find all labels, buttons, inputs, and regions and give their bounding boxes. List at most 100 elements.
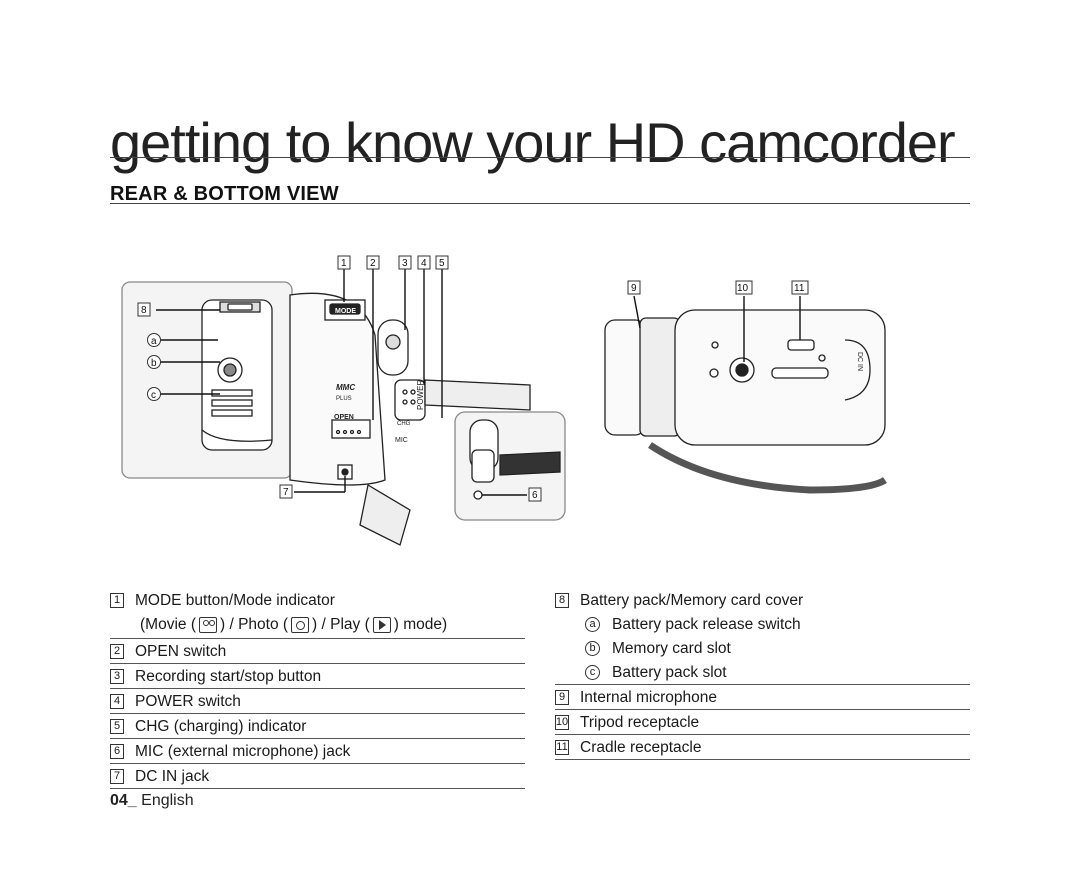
mode-prefix-text: (Movie ( bbox=[140, 616, 196, 633]
legend-number: 5 bbox=[110, 719, 124, 734]
legend-item-5: 5 CHG (charging) indicator bbox=[110, 714, 525, 739]
legend-number: 8 bbox=[555, 593, 569, 608]
legend-item-8: 8 Battery pack/Memory card cover bbox=[555, 588, 970, 612]
svg-text:3: 3 bbox=[402, 258, 408, 269]
title-rule bbox=[110, 157, 970, 158]
camcorder-rear-body bbox=[289, 292, 531, 546]
legend-item-1-modes: (Movie ( ) / Photo ( ) / Play ( ) mode) bbox=[110, 612, 525, 639]
section-rule bbox=[110, 203, 970, 204]
section-title: REAR & BOTTOM VIEW bbox=[110, 183, 339, 205]
legend-item-9: 9 Internal microphone bbox=[555, 685, 970, 710]
legend-item-7: 7 DC IN jack bbox=[110, 764, 525, 789]
svg-text:b: b bbox=[151, 358, 157, 369]
legend-text: Tripod receptacle bbox=[580, 714, 700, 731]
plus-label: PLUS bbox=[336, 396, 352, 402]
legend-text: Memory card slot bbox=[612, 640, 731, 657]
callout-6: 6 bbox=[528, 487, 542, 502]
legend-number: 7 bbox=[110, 769, 124, 784]
svg-text:11: 11 bbox=[794, 283, 805, 294]
legend-text: Battery pack release switch bbox=[612, 616, 801, 633]
legend-item-11: 11 Cradle receptacle bbox=[555, 735, 970, 760]
callout-a: a bbox=[147, 333, 161, 347]
camcorder-illustration: MODE MMC PLUS OPEN POWER CHG MIC DC IN 1… bbox=[121, 255, 887, 546]
callout-7: 7 bbox=[279, 484, 293, 499]
legend-text: DC IN jack bbox=[135, 768, 210, 785]
movie-mode-icon bbox=[198, 617, 217, 633]
callout-5: 5 bbox=[435, 255, 449, 270]
callout-1: 1 bbox=[337, 255, 351, 270]
svg-text:a: a bbox=[151, 336, 157, 347]
mmc-label: MMC bbox=[336, 383, 355, 392]
legend-item-3: 3 Recording start/stop button bbox=[110, 664, 525, 689]
callout-11: 11 bbox=[791, 280, 809, 295]
legend-item-8a: a Battery pack release switch bbox=[555, 612, 970, 636]
mic-jack-inset bbox=[454, 411, 566, 521]
legend-item-8c: c Battery pack slot bbox=[555, 660, 970, 685]
legend-number: 1 bbox=[110, 593, 124, 608]
chg-label: CHG bbox=[397, 421, 411, 427]
camcorder-bottom-body bbox=[604, 309, 887, 494]
svg-text:2: 2 bbox=[370, 258, 376, 269]
legend-left: 1 MODE button/Mode indicator (Movie ( ) … bbox=[110, 588, 525, 789]
legend-text: Battery pack/Memory card cover bbox=[580, 592, 804, 609]
photo-mode-icon bbox=[291, 617, 310, 633]
legend-letter: a bbox=[585, 617, 600, 632]
mode-mid-text-1: ) / Photo ( bbox=[219, 616, 289, 633]
page-number: 04_ bbox=[110, 792, 137, 809]
legend-item-6: 6 MIC (external microphone) jack bbox=[110, 739, 525, 764]
mic-label: MIC bbox=[395, 437, 408, 444]
footer-language: English bbox=[141, 792, 194, 809]
callout-c: c bbox=[147, 387, 161, 401]
legend-text: Recording start/stop button bbox=[135, 668, 322, 685]
battery-cover-inset bbox=[121, 281, 293, 479]
svg-text:8: 8 bbox=[141, 305, 147, 316]
legend-letter: b bbox=[585, 641, 600, 656]
page-footer: 04_ English bbox=[110, 792, 194, 810]
legend-text: CHG (charging) indicator bbox=[135, 718, 307, 735]
page-title: getting to know your HD camcorder bbox=[110, 111, 956, 174]
callout-4: 4 bbox=[417, 255, 431, 270]
svg-text:10: 10 bbox=[737, 283, 749, 294]
callout-9: 9 bbox=[627, 280, 641, 295]
mode-label: MODE bbox=[335, 308, 356, 315]
legend-text: Battery pack slot bbox=[612, 664, 727, 681]
legend-item-1: 1 MODE button/Mode indicator bbox=[110, 588, 525, 612]
legend-text: Cradle receptacle bbox=[580, 739, 702, 756]
legend-text: MIC (external microphone) jack bbox=[135, 743, 351, 760]
mode-suffix-text: ) mode) bbox=[393, 616, 448, 633]
callout-b: b bbox=[147, 355, 161, 369]
legend-number: 6 bbox=[110, 744, 124, 759]
callout-3: 3 bbox=[398, 255, 412, 270]
legend-item-8b: b Memory card slot bbox=[555, 636, 970, 660]
legend-item-4: 4 POWER switch bbox=[110, 689, 525, 714]
legend-text: POWER switch bbox=[135, 693, 241, 710]
svg-text:4: 4 bbox=[421, 258, 427, 269]
legend-number: 2 bbox=[110, 644, 124, 659]
legend-letter: c bbox=[585, 665, 600, 680]
legend-text: Internal microphone bbox=[580, 689, 717, 706]
legend-number: 11 bbox=[555, 740, 569, 755]
dcin-label: DC IN bbox=[856, 352, 863, 371]
legend-right: 8 Battery pack/Memory card cover a Batte… bbox=[555, 588, 970, 760]
legend-item-2: 2 OPEN switch bbox=[110, 639, 525, 664]
play-mode-icon bbox=[372, 617, 391, 633]
mode-mid-text-2: ) / Play ( bbox=[312, 616, 370, 633]
legend-text: MODE button/Mode indicator bbox=[135, 592, 335, 609]
callout-8: 8 bbox=[137, 302, 151, 317]
svg-text:7: 7 bbox=[283, 487, 289, 498]
svg-text:6: 6 bbox=[532, 490, 538, 501]
svg-text:5: 5 bbox=[439, 258, 445, 269]
legend-number: 10 bbox=[555, 715, 569, 730]
legend-number: 4 bbox=[110, 694, 124, 709]
legend-number: 9 bbox=[555, 690, 569, 705]
svg-text:1: 1 bbox=[341, 258, 347, 269]
svg-text:c: c bbox=[151, 390, 156, 401]
open-label: OPEN bbox=[334, 414, 354, 421]
svg-text:9: 9 bbox=[631, 283, 637, 294]
legend-item-10: 10 Tripod receptacle bbox=[555, 710, 970, 735]
power-label: POWER bbox=[416, 380, 425, 410]
callout-10: 10 bbox=[735, 280, 753, 295]
callout-2: 2 bbox=[366, 255, 380, 270]
legend-number: 3 bbox=[110, 669, 124, 684]
legend-text: OPEN switch bbox=[135, 643, 227, 660]
